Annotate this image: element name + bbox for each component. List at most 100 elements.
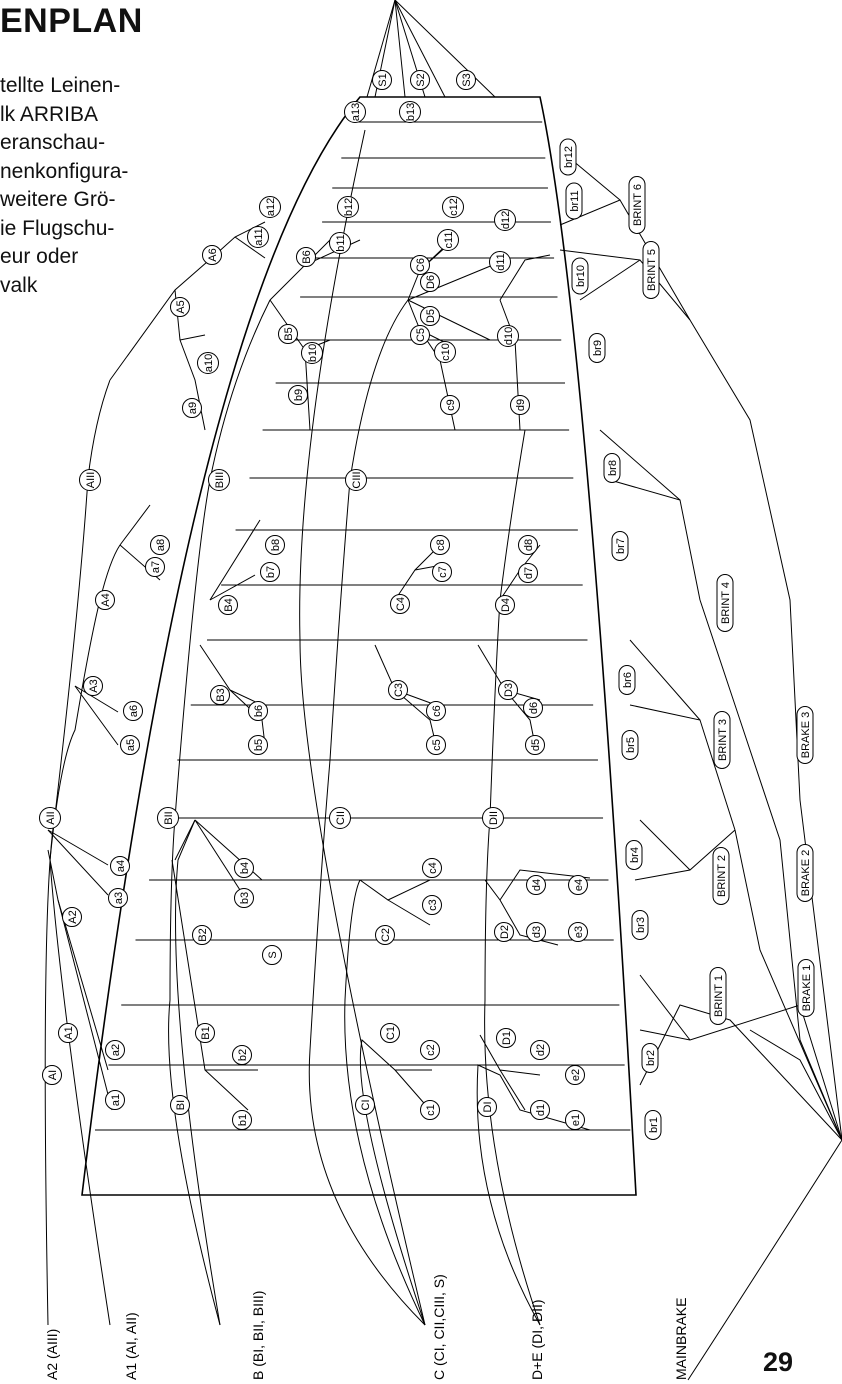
line-label-c10: c10 [434, 341, 456, 363]
line-label-c5: C5 [410, 325, 430, 345]
brake-label-br11: br11 [565, 182, 583, 220]
svg-text:c9: c9 [445, 399, 457, 411]
line-segment [394, 0, 406, 98]
line-segment [629, 639, 701, 721]
line-label-s3: S3 [456, 70, 476, 90]
brake-label-brint-1: BRINT 1 [709, 967, 727, 1025]
svg-text:BRINT 6: BRINT 6 [632, 184, 644, 226]
svg-text:B1: B1 [200, 1026, 212, 1039]
line-segment [175, 819, 221, 1326]
line-segment [174, 819, 196, 861]
line-label-b6: b6 [248, 701, 268, 721]
line-label-ci: CI [355, 1095, 375, 1115]
brake-label-brake-3: BRAKE 3 [796, 706, 814, 764]
line-segment [639, 819, 691, 871]
line-label-a12: a12 [259, 196, 281, 218]
brake-label-br2: br2 [641, 1043, 659, 1073]
line-label-c12: c12 [442, 196, 464, 218]
group-label-c: C (CI, CII,CIII, S) [431, 1274, 447, 1380]
line-segment [734, 829, 842, 1141]
line-label-d9: d9 [510, 395, 530, 415]
brake-label-br6: br6 [618, 665, 636, 695]
rib-lines [95, 121, 631, 1131]
line-label-c3: C3 [388, 680, 408, 700]
line-label-d3: d3 [526, 922, 546, 942]
svg-text:C5: C5 [415, 328, 427, 342]
line-segment [234, 236, 266, 259]
line-label-d11: d11 [489, 251, 511, 273]
line-label-s1: S1 [372, 70, 392, 90]
svg-text:D5: D5 [425, 309, 437, 323]
svg-text:d4: d4 [531, 879, 543, 891]
line-label-d7: d7 [518, 563, 538, 583]
svg-text:C4: C4 [395, 597, 407, 611]
svg-text:br9: br9 [592, 340, 604, 356]
svg-text:d3: d3 [531, 926, 543, 938]
svg-text:b2: b2 [237, 1049, 249, 1061]
svg-text:c7: c7 [437, 566, 449, 578]
line-label-c6: C6 [410, 255, 430, 275]
line-label-b10: b10 [301, 342, 323, 364]
intro-text: tellte Leinen- lk ARRIBA eranschau- nenk… [0, 72, 170, 300]
svg-text:br1: br1 [648, 1117, 660, 1133]
line-label-c6: c6 [426, 701, 446, 721]
group-label-b: B (BI, BII, BIII) [250, 1291, 266, 1380]
svg-text:BRINT 5: BRINT 5 [646, 249, 658, 291]
svg-text:b4: b4 [239, 862, 251, 874]
line-label-a2: a2 [105, 1040, 125, 1060]
line-label-d1: D1 [496, 1028, 516, 1048]
intro-line: lk ARRIBA [0, 102, 99, 126]
svg-text:d6: d6 [528, 702, 540, 714]
line-label-ai: AI [42, 1065, 62, 1085]
brake-label-br10: br10 [571, 257, 589, 295]
line-label-a6: a6 [123, 701, 143, 721]
group-label-a2: A2 (AIII) [44, 1329, 60, 1380]
intro-line: tellte Leinen- [0, 74, 121, 97]
line-label-s2: S2 [410, 70, 430, 90]
intro-line: nenkonfigura- [0, 159, 129, 183]
svg-text:CI: CI [360, 1100, 372, 1111]
line-segment [344, 879, 426, 1326]
line-label-c11: c11 [437, 229, 459, 251]
svg-text:AI: AI [47, 1070, 59, 1080]
svg-text:BRINT 1: BRINT 1 [713, 975, 725, 1017]
svg-text:b13: b13 [405, 103, 417, 121]
svg-text:b7: b7 [265, 566, 277, 578]
line-label-a11: a11 [247, 226, 269, 248]
svg-text:br2: br2 [645, 1050, 657, 1066]
line-segment [394, 0, 496, 98]
page-title: ENPLAN [0, 2, 143, 40]
line-segment [74, 685, 119, 746]
brake-label-brint-6: BRINT 6 [628, 176, 646, 234]
line-segment [359, 879, 431, 901]
intro-line: eur oder [0, 245, 79, 268]
intro-line: weitere Grö- [0, 188, 116, 211]
line-label-b3: b3 [234, 888, 254, 908]
svg-text:a3: a3 [113, 892, 125, 904]
line-segment [499, 869, 591, 901]
svg-text:a8: a8 [155, 539, 167, 551]
line-label-d6: D6 [420, 272, 440, 292]
line-label-a8: a8 [150, 535, 170, 555]
line-segment [579, 259, 691, 321]
line-label-e3: e3 [568, 922, 588, 942]
brake-label-brint-4: BRINT 4 [716, 574, 734, 632]
line-label-d4: d4 [526, 875, 546, 895]
line-label-d8: d8 [518, 535, 538, 555]
line-label-c1: C1 [380, 1023, 400, 1043]
svg-text:c2: c2 [425, 1044, 437, 1056]
brake-label-brint-3: BRINT 3 [713, 711, 731, 769]
svg-text:S: S [267, 951, 279, 958]
svg-text:d1: d1 [535, 1104, 547, 1116]
svg-text:d9: d9 [515, 399, 527, 411]
line-label-d4: D4 [495, 595, 515, 615]
svg-text:b8: b8 [270, 539, 282, 551]
line-label-c5: c5 [426, 735, 446, 755]
line-segment [57, 899, 109, 1071]
svg-text:e3: e3 [573, 926, 585, 938]
line-label-b9: b9 [288, 385, 308, 405]
svg-text:c5: c5 [431, 739, 443, 751]
line-label-b3: B3 [210, 685, 230, 705]
line-segment [179, 334, 206, 341]
